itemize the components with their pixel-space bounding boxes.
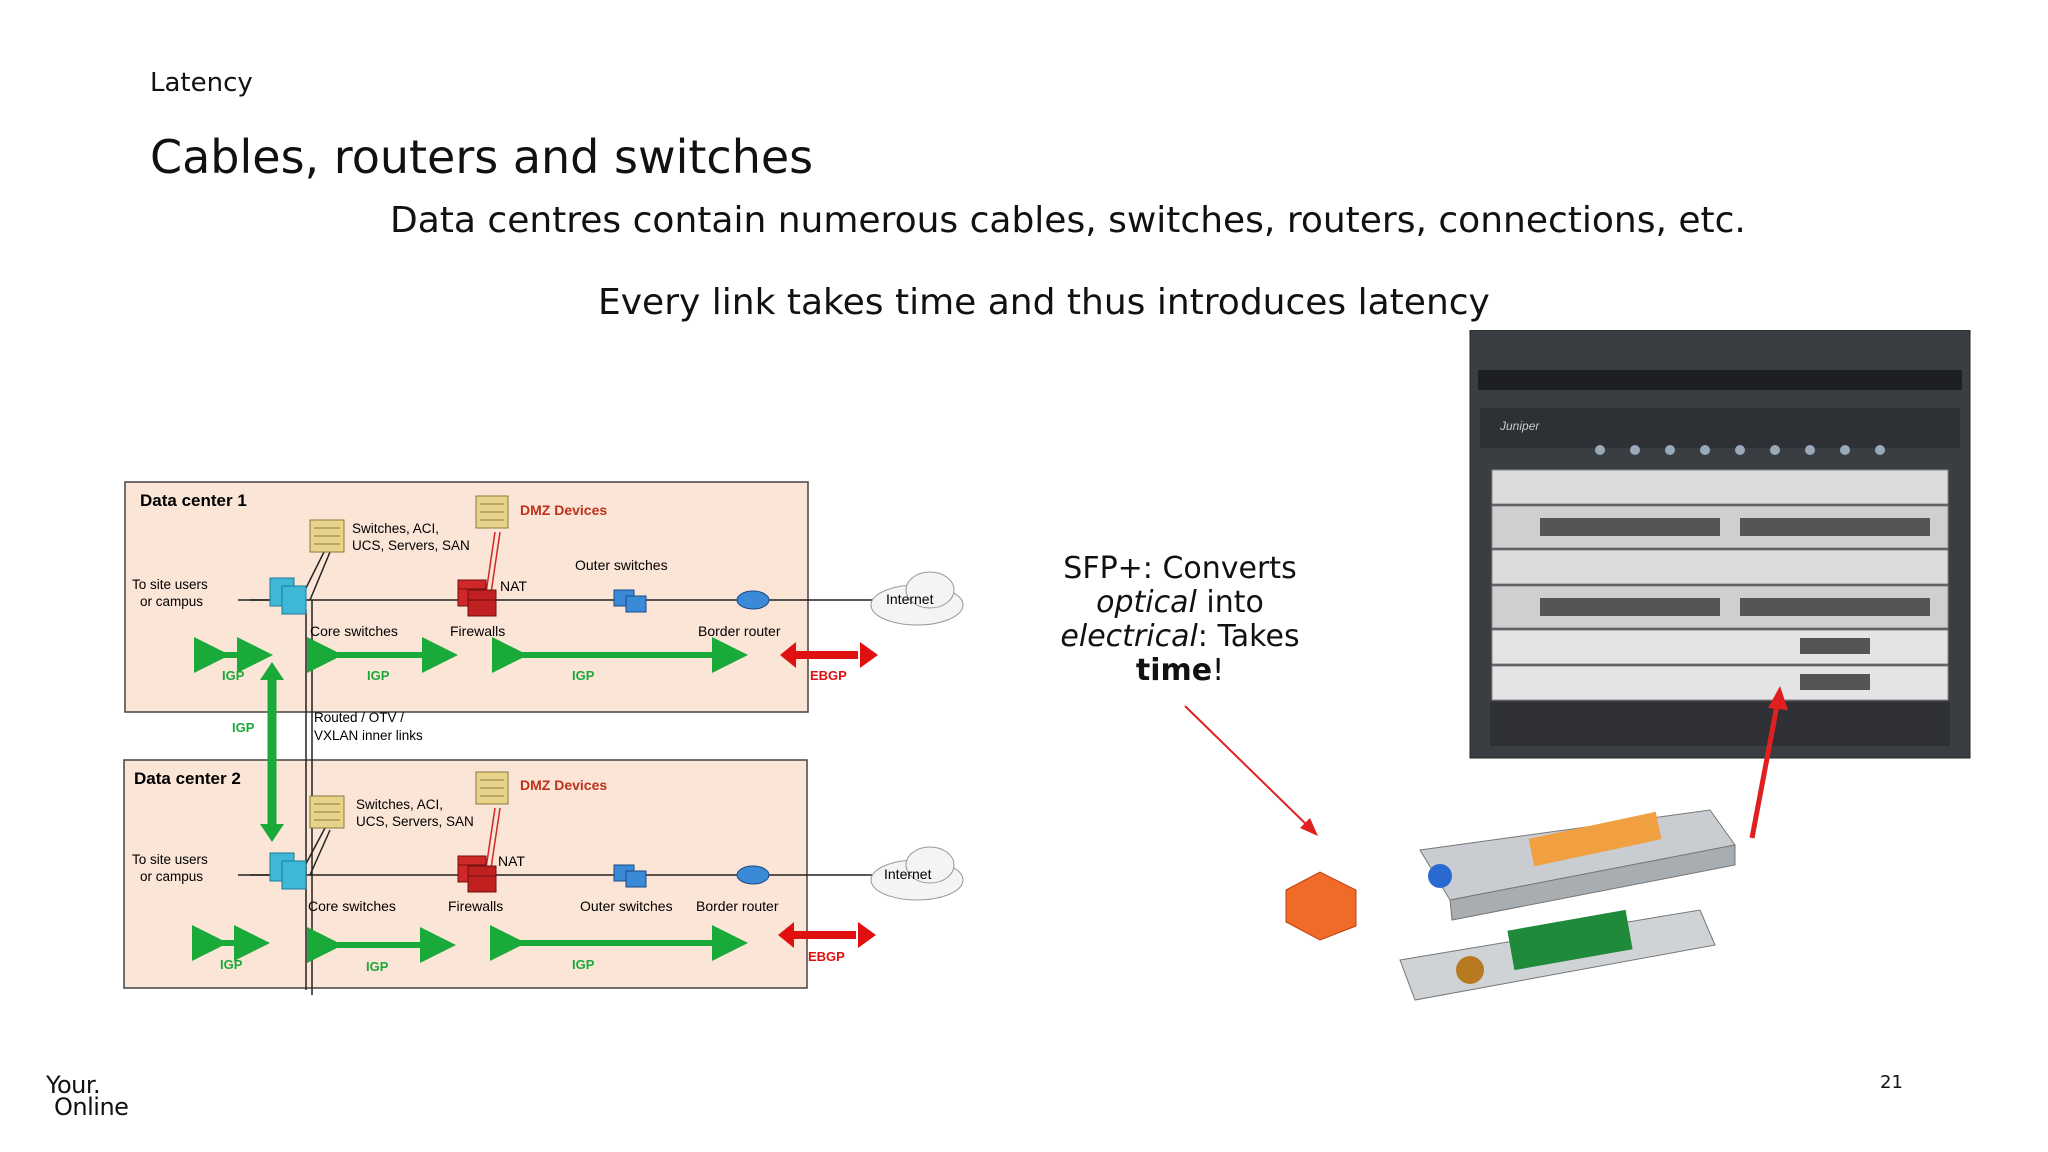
sfp-dust-plug (1285, 871, 1357, 941)
dc2-servers-icon (309, 795, 345, 829)
router-chassis-photo: Juniper (1469, 330, 1971, 759)
dc1-border-router-icon (736, 590, 770, 610)
router-brand-label: Juniper (1499, 419, 1540, 433)
router-fan-vent (1478, 370, 1962, 390)
dc1-ebgp-arrow (780, 642, 878, 668)
dc1-core-switch-icon (269, 577, 307, 615)
datacenter-1-title: Data center 1 (140, 491, 247, 510)
callout-line-2: optical into (1040, 586, 1320, 620)
bullet-text-2: Every link takes time and thus introduce… (598, 282, 1490, 323)
dc1-ebgp-label: EBGP (810, 668, 847, 683)
dc2-switches-label-2: UCS, Servers, SAN (356, 814, 474, 829)
dc1-fw-to-dmz (484, 531, 496, 601)
dc2-dmz-label: DMZ Devices (520, 777, 607, 793)
brand-logo: Your. Online (46, 1071, 129, 1121)
callout-optical: optical (1096, 585, 1197, 620)
dc2-border-router-icon (736, 865, 770, 885)
dc2-fw-to-dmz (484, 807, 496, 876)
dc1-fw-to-dmz-2 (489, 531, 501, 601)
router-control-panel (1480, 408, 1960, 448)
dc1-outer-switches-label: Outer switches (575, 557, 668, 573)
section-label: Latency (150, 68, 253, 98)
dc2-internet-cloud-icon (870, 846, 964, 901)
logo-line-2: Online (54, 1093, 129, 1121)
dc2-igp-label-1: IGP (220, 957, 243, 972)
dc2-firewall-icon (457, 855, 497, 893)
dc1-switches-label-2: UCS, Servers, SAN (352, 538, 470, 553)
dc1-servers-icon (309, 519, 345, 553)
sfp-callout: SFP+: Converts optical into electrical: … (1040, 552, 1320, 688)
dc2-ebgp-label: EBGP (808, 949, 845, 964)
dc2-site-users-2: or campus (140, 869, 203, 884)
routed-links-label-1: Routed / OTV / (314, 710, 404, 725)
dc1-outer-switch-icon (613, 589, 647, 613)
dc2-ebgp-arrow (778, 922, 876, 948)
dc2-core-switches-label: Core switches (308, 898, 396, 914)
dc2-outer-switch-icon (613, 864, 647, 888)
dc1-nat-label: NAT (500, 578, 527, 594)
inter-dc-igp-arrow (260, 662, 284, 842)
page-number: 21 (1880, 1072, 1903, 1093)
dc1-site-users-1: To site users (132, 577, 208, 592)
callout-electrical: electrical (1060, 619, 1198, 654)
dc2-site-users-1: To site users (132, 852, 208, 867)
datacenter-2-title: Data center 2 (134, 769, 241, 788)
sfp-module-open (1399, 909, 1716, 1001)
datacenter-network-diagram: Data center 1 Data center 2 Switches, AC… (123, 481, 964, 995)
dc1-core-to-servers-2 (309, 551, 331, 601)
dc2-switches-label-1: Switches, ACI, (356, 797, 443, 812)
dc2-border-router-label: Border router (696, 898, 779, 914)
dc1-internet-cloud-icon (870, 571, 964, 626)
dc2-fw-to-dmz-2 (489, 807, 501, 876)
dc1-border-router-label: Border router (698, 623, 781, 639)
router-sfp-ports (1540, 518, 1930, 690)
page-title: Cables, routers and switches (150, 130, 814, 184)
callout-line-4: time! (1040, 654, 1320, 688)
dc2-internet-label: Internet (884, 866, 932, 882)
dc2-core-to-servers-2 (309, 829, 331, 876)
callout-line-1: SFP+: Converts (1063, 551, 1297, 586)
sfp-module-top (1419, 809, 1736, 921)
dc2-dmz-icon (475, 771, 509, 805)
dc1-igp-label-3: IGP (572, 668, 595, 683)
dc1-dmz-label: DMZ Devices (520, 502, 607, 518)
callout-time: time (1135, 653, 1213, 688)
routed-links-label-2: VXLAN inner links (314, 728, 423, 743)
router-base (1490, 702, 1950, 746)
dc2-outer-switches-label: Outer switches (580, 898, 673, 914)
dc2-firewalls-label: Firewalls (448, 898, 503, 914)
callout-exclaim: ! (1212, 653, 1225, 688)
logo-line-1: Your. (46, 1071, 101, 1099)
dc1-igp-label-1: IGP (222, 668, 245, 683)
dc1-site-users-2: or campus (140, 594, 203, 609)
dc2-core-switch-icon (269, 852, 307, 890)
sfp-module-photo (1285, 809, 1736, 1001)
dc2-nat-label: NAT (498, 853, 525, 869)
dc1-firewall-icon (457, 579, 497, 617)
bullet-text-1: Data centres contain numerous cables, sw… (390, 200, 1746, 241)
dc1-igp-label-2: IGP (367, 668, 390, 683)
callout-into: into (1196, 585, 1264, 620)
callout-takes: : Takes (1197, 619, 1300, 654)
dc1-core-switches-label: Core switches (310, 623, 398, 639)
inter-dc-igp-label: IGP (232, 720, 255, 735)
dc2-igp-label-3: IGP (572, 957, 595, 972)
dc2-igp-label-2: IGP (366, 959, 389, 974)
dc1-switches-label-1: Switches, ACI, (352, 521, 439, 536)
callout-line-3: electrical: Takes (1040, 620, 1320, 654)
dc1-internet-label: Internet (886, 591, 934, 607)
dc1-firewalls-label: Firewalls (450, 623, 505, 639)
dc1-dmz-icon (475, 495, 509, 529)
